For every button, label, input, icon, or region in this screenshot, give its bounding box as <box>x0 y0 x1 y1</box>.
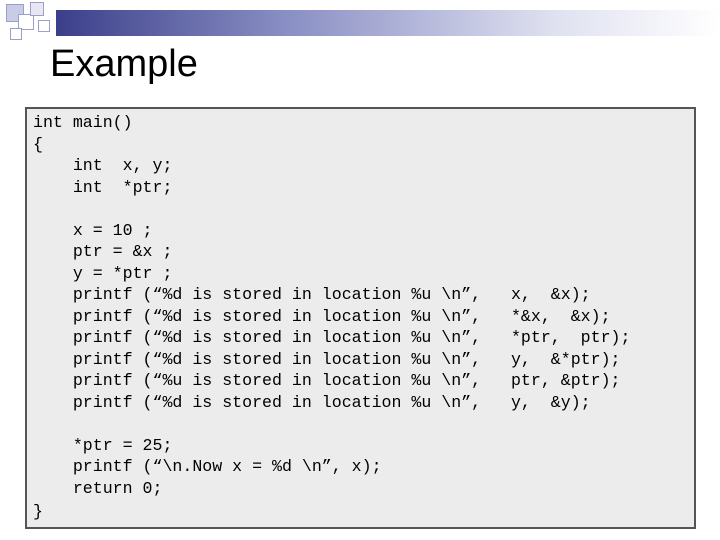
code-line: { <box>33 134 43 154</box>
slide-title: Example <box>50 43 198 85</box>
code-line: return 0; <box>33 478 163 498</box>
code-line: int main() <box>33 113 133 132</box>
title-gradient-bar <box>56 10 720 36</box>
deco-square <box>18 14 34 30</box>
code-line: ptr = &x ; <box>33 242 173 261</box>
code-line: y = *ptr ; <box>33 263 173 283</box>
code-line: printf (“%d is stored in location %u \n”… <box>33 392 591 412</box>
code-line: printf (“%d is stored in location %u \n”… <box>33 349 621 369</box>
code-line: } <box>33 502 43 521</box>
code-line: printf (“%d is stored in location %u \n”… <box>33 328 631 347</box>
deco-square <box>10 28 22 40</box>
code-line: int x, y; <box>33 156 173 175</box>
code-line: printf (“\n.Now x = %d \n”, x); <box>33 457 382 476</box>
code-line: printf (“%d is stored in location %u \n”… <box>33 306 611 326</box>
code-block: int main() { int x, y; int *ptr; x = 10 … <box>25 107 696 529</box>
code-line: printf (“%d is stored in location %u \n”… <box>33 285 591 304</box>
deco-square <box>30 2 44 16</box>
code-line: int *ptr; <box>33 177 173 197</box>
code-line: x = 10 ; <box>33 220 153 240</box>
deco-square <box>38 20 50 32</box>
code-line: *ptr = 25; <box>33 435 173 455</box>
code-line: printf (“%u is stored in location %u \n”… <box>33 371 621 390</box>
